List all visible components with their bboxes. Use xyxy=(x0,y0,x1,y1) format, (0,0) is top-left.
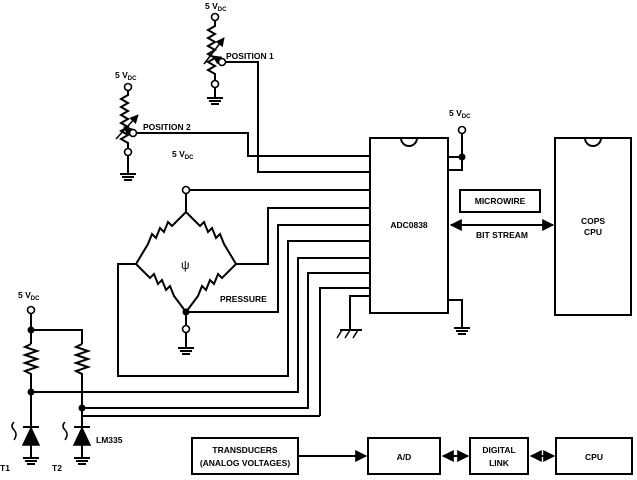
sensor-t2-supply-wire xyxy=(31,329,83,344)
position-1-supply-label: 5 VDC xyxy=(205,1,227,13)
chassis-ground-icon xyxy=(336,329,362,339)
sensor-supply-label: 5 VDC xyxy=(18,290,40,302)
ground-icon xyxy=(178,347,194,355)
bridge-return-wire xyxy=(186,224,370,313)
position-1-low-terminal xyxy=(210,79,220,89)
position-2-potentiometer: 5 VDC POSITION 2 xyxy=(115,70,191,181)
t1-bias-resistor xyxy=(21,343,41,392)
ground-icon xyxy=(74,457,90,465)
bridge-output-minus-wire xyxy=(117,240,370,377)
position-2-supply-terminal xyxy=(123,82,133,92)
ground-icon xyxy=(23,457,39,465)
transducers-label-line2: (ANALOG VOLTAGES) xyxy=(200,458,291,468)
adc-notch xyxy=(400,137,418,147)
pressure-label: PRESSURE xyxy=(220,294,267,304)
pressure-psi-symbol: ψ xyxy=(181,258,190,272)
t1-signal-wire xyxy=(31,257,370,393)
adc-body xyxy=(369,137,449,314)
temperature-sensors: 5 VDC LM335 xyxy=(0,290,123,473)
adc-supply-node xyxy=(458,153,466,161)
adc-supply-pins-wire xyxy=(448,156,463,171)
bridge-resistor-top-left xyxy=(135,211,187,265)
position-1-potentiometer: 5 VDC POSITION 1 xyxy=(203,1,274,105)
digital-link-block xyxy=(469,437,529,475)
position-2-signal-wire xyxy=(137,132,370,157)
cops-body xyxy=(554,137,632,316)
bridge-output-plus-wire xyxy=(236,207,370,265)
bridge-supply-terminal xyxy=(181,185,191,195)
t2-bias-resistor xyxy=(72,343,92,408)
cpu-block xyxy=(555,437,633,475)
t2-heat-icon xyxy=(62,421,68,441)
t2-signal-wire xyxy=(82,272,370,409)
t2-diode-icon xyxy=(72,426,92,458)
position-1-wiper-arrow xyxy=(203,37,225,65)
ground-icon xyxy=(454,327,470,335)
bridge-supply-label: 5 VDC xyxy=(172,149,194,161)
lm335-label: LM335 xyxy=(96,435,123,445)
position-2-supply-label: 5 VDC xyxy=(115,70,137,82)
microwire-label: MICROWIRE xyxy=(475,196,526,206)
adc-label: ADC0838 xyxy=(390,220,428,230)
transducers-label-line1: TRANSDUCERS xyxy=(212,445,278,455)
position-2-label: POSITION 2 xyxy=(143,122,191,132)
adc0838-chip: ADC0838 xyxy=(369,137,449,314)
digital-link-label-line2: LINK xyxy=(489,458,510,468)
position-1-signal-wire xyxy=(232,61,370,173)
transducers-block xyxy=(191,437,299,475)
t1-heat-icon xyxy=(11,421,17,441)
cops-label-line1: COPS xyxy=(581,216,605,226)
pressure-bridge: 5 VDC ψ PRESSURE xyxy=(135,149,370,355)
cops-cpu-chip: COPS CPU xyxy=(554,137,632,316)
position-2-wiper xyxy=(123,126,134,136)
bit-stream-label: BIT STREAM xyxy=(476,230,528,240)
block-diagram: TRANSDUCERS (ANALOG VOLTAGES) A/D DIGITA… xyxy=(191,437,633,475)
ad-block xyxy=(367,437,441,475)
position-1-wiper-terminal xyxy=(217,57,227,67)
ground-icon xyxy=(207,97,223,105)
bridge-resistor-top-right xyxy=(185,211,237,265)
bridge-resistor-bottom-left xyxy=(135,263,187,313)
adc-analog-ground-wire xyxy=(349,295,370,330)
microwire-box xyxy=(459,189,541,213)
adc-ground-wire xyxy=(448,299,463,328)
ground-icon xyxy=(120,173,136,181)
cops-label-line2: CPU xyxy=(584,227,602,237)
bridge-resistor-bottom-right xyxy=(185,263,237,313)
adc-supply-label: 5 VDC xyxy=(449,108,471,120)
adc-supply-terminal xyxy=(457,125,467,135)
sensor-supply-terminal xyxy=(26,305,36,315)
adc-spare-input-wire xyxy=(319,287,370,416)
t2-label: T2 xyxy=(52,463,62,473)
t1-diode-icon xyxy=(21,426,41,458)
position-2-wiper-terminal xyxy=(128,128,138,138)
cops-notch xyxy=(584,137,602,147)
position-1-supply-terminal xyxy=(210,12,220,22)
position-1-label: POSITION 1 xyxy=(226,51,274,61)
digital-link-label-line1: DIGITAL xyxy=(482,445,515,455)
ad-label: A/D xyxy=(397,452,412,462)
position-2-low-terminal xyxy=(123,147,133,157)
t1-label: T1 xyxy=(0,463,10,473)
cpu-label: CPU xyxy=(585,452,603,462)
bridge-ground-terminal xyxy=(181,324,191,334)
position-2-resistor xyxy=(118,90,131,150)
